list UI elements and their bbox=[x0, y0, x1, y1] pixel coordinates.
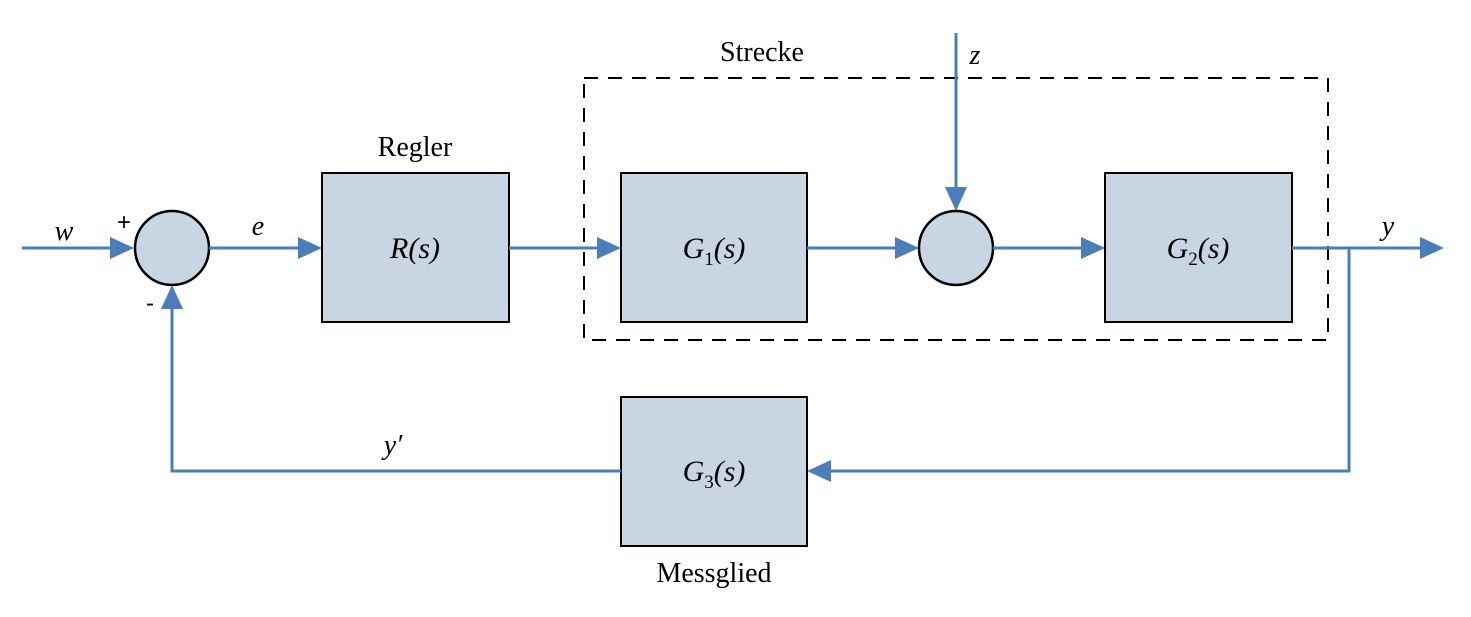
minus-sign: - bbox=[146, 290, 154, 317]
feedback-arrowhead bbox=[807, 460, 831, 482]
g1-output-arrowhead bbox=[895, 237, 919, 259]
summing-junction-2 bbox=[917, 209, 995, 287]
strecke-label: Strecke bbox=[720, 37, 804, 68]
z-arrowhead bbox=[945, 187, 967, 211]
g3-block bbox=[620, 396, 808, 547]
sum2-output-arrowhead bbox=[1081, 237, 1105, 259]
feedback-sum-arrowhead bbox=[161, 285, 183, 309]
e-label: e bbox=[252, 211, 264, 242]
y-label: y bbox=[1379, 211, 1395, 242]
regler-transfer-function: R(s) bbox=[389, 232, 440, 265]
w-label: w bbox=[55, 216, 74, 247]
g3-transfer-function: G3(s) bbox=[683, 455, 746, 493]
summing-junction-1 bbox=[133, 209, 211, 287]
u-arrowhead bbox=[597, 237, 621, 259]
g2-block bbox=[1104, 172, 1293, 323]
g1-transfer-function: G1(s) bbox=[683, 232, 746, 270]
regler-block bbox=[321, 172, 510, 323]
w-arrowhead bbox=[110, 237, 134, 259]
regler-label: Regler bbox=[378, 132, 453, 163]
y-arrowhead bbox=[1420, 237, 1444, 259]
e-arrowhead bbox=[298, 237, 322, 259]
y-prime-label: y′ bbox=[381, 430, 403, 461]
g1-block bbox=[620, 172, 808, 323]
g2-transfer-function: G2(s) bbox=[1167, 232, 1230, 270]
feedback-path-left bbox=[170, 306, 621, 473]
plus-sign: + bbox=[117, 209, 131, 236]
messglied-label: Messglied bbox=[656, 558, 771, 589]
feedback-path-right bbox=[830, 248, 1351, 473]
z-label: z bbox=[969, 40, 981, 71]
